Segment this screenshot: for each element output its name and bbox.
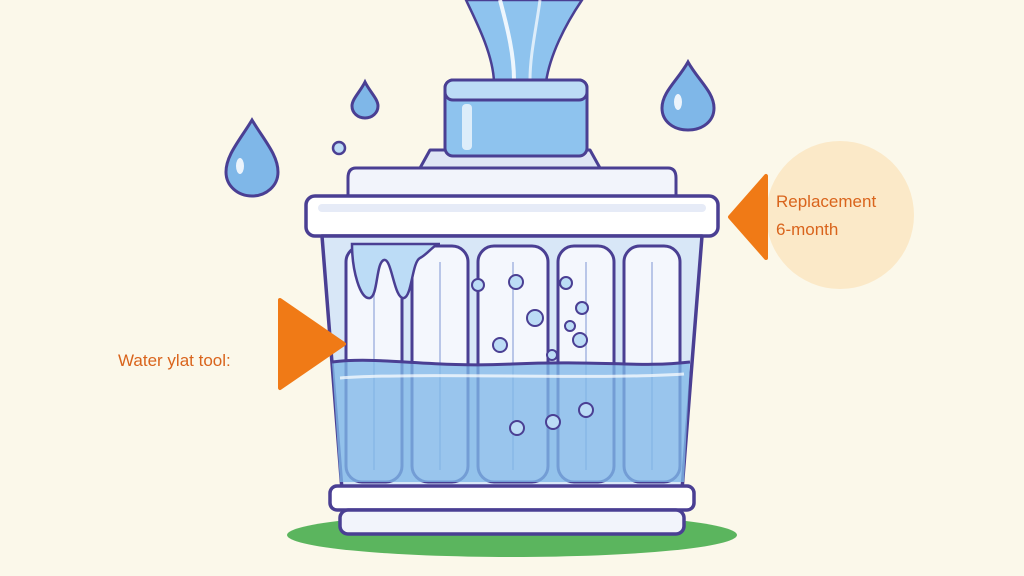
water-level-label: Water ylat tool: bbox=[118, 347, 231, 375]
replacement-label: Replacement 6-month bbox=[776, 188, 876, 244]
water-stream bbox=[466, 0, 582, 82]
small-bubble bbox=[333, 142, 345, 154]
water-level bbox=[332, 360, 690, 482]
replacement-label-line2: 6-month bbox=[776, 216, 876, 244]
right-pointer-arrow bbox=[730, 176, 766, 258]
inlet-cap bbox=[420, 80, 600, 168]
replacement-label-line1: Replacement bbox=[776, 188, 876, 216]
filter-lid bbox=[306, 168, 718, 236]
filter-body bbox=[322, 236, 702, 490]
filter-base bbox=[330, 486, 694, 534]
